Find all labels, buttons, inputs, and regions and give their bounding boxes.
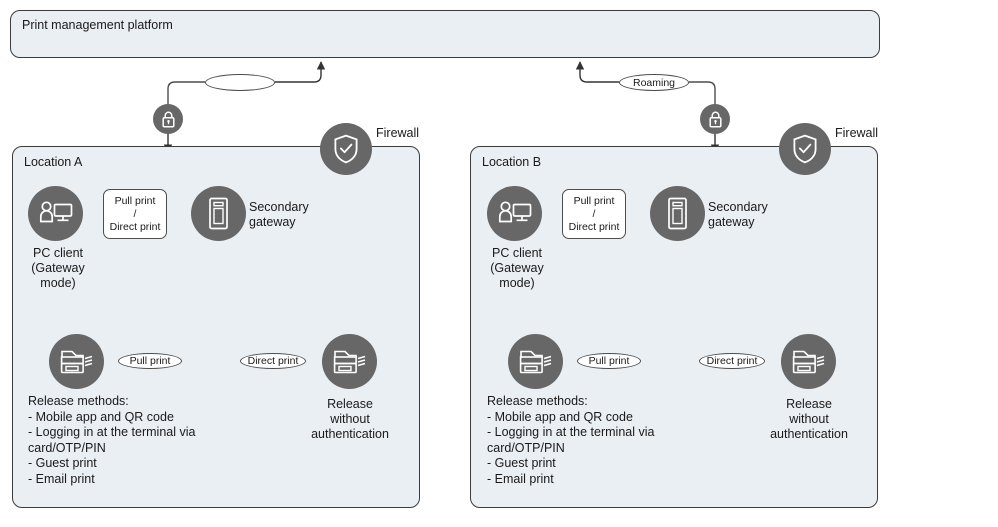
printer-icon	[333, 350, 365, 373]
secondary-gateway-label-b: Secondary gateway	[708, 200, 768, 229]
pull-direct-print-box-b[interactable]: Pull print / Direct print	[562, 189, 626, 239]
pc-client-icon	[39, 200, 72, 222]
print-management-platform-title: Print management platform	[22, 18, 173, 32]
edge-roaming-a-right	[275, 61, 326, 83]
direct-print-label-b[interactable]: Direct print	[699, 353, 765, 369]
direct-printer-node-b[interactable]	[781, 334, 836, 389]
firewall-node-a[interactable]	[320, 123, 372, 175]
pull-printer-node-a[interactable]	[49, 334, 104, 389]
direct-print-text-b: Direct print	[706, 355, 758, 367]
lock-icon	[161, 111, 175, 128]
printer-icon	[60, 350, 92, 373]
roaming-label-a[interactable]	[205, 74, 275, 91]
edge-roaming-b-left	[575, 61, 619, 83]
pc-client-node-b[interactable]	[487, 186, 542, 241]
direct-printer-node-a[interactable]	[322, 334, 377, 389]
direct-printer-label-b: Release without authentication	[770, 397, 848, 441]
direct-print-label-a[interactable]: Direct print	[240, 353, 306, 369]
edge-roaming-b-right	[689, 81, 716, 90]
printer-icon	[792, 350, 824, 373]
direct-print-text-a: Direct print	[247, 355, 299, 367]
pc-client-icon	[498, 200, 531, 222]
shield-check-icon	[793, 134, 817, 164]
release-methods-a: Release methods: - Mobile app and QR cod…	[28, 394, 196, 486]
firewall-label-b: Firewall	[835, 126, 879, 140]
pull-direct-print-box-a[interactable]: Pull print / Direct print	[103, 189, 167, 239]
roaming-label-b[interactable]: Roaming	[619, 74, 689, 91]
pull-print-label-a[interactable]: Pull print	[118, 353, 182, 369]
location-b-title: Location B	[482, 155, 542, 169]
secondary-gateway-node-a[interactable]	[191, 186, 246, 241]
lock-icon	[708, 111, 722, 128]
pull-direct-print-text-b: Pull print / Direct print	[568, 194, 620, 233]
secondary-gateway-label-a: Secondary gateway	[249, 200, 309, 229]
pull-print-label-b[interactable]: Pull print	[577, 353, 641, 369]
pull-direct-print-text-a: Pull print / Direct print	[109, 194, 161, 233]
pc-client-label-b: PC client (Gateway mode)	[490, 246, 544, 290]
firewall-node-b[interactable]	[779, 123, 831, 175]
edge-roaming-a-left	[167, 81, 205, 90]
secondary-gateway-node-b[interactable]	[650, 186, 705, 241]
pull-print-text-b: Pull print	[588, 355, 630, 367]
server-tower-icon	[209, 197, 228, 230]
pc-client-label-a: PC client (Gateway mode)	[31, 246, 85, 290]
lock-node-b[interactable]	[700, 104, 730, 134]
lock-node-a[interactable]	[153, 104, 183, 134]
pull-print-text-a: Pull print	[129, 355, 171, 367]
firewall-label-a: Firewall	[376, 126, 420, 140]
pc-client-node-a[interactable]	[28, 186, 83, 241]
shield-check-icon	[334, 134, 358, 164]
print-management-platform-panel[interactable]	[10, 10, 880, 58]
printer-icon	[519, 350, 551, 373]
server-tower-icon	[668, 197, 687, 230]
roaming-label-b-text: Roaming	[632, 76, 676, 89]
direct-printer-label-a: Release without authentication	[311, 397, 389, 441]
pull-printer-node-b[interactable]	[508, 334, 563, 389]
location-a-title: Location A	[24, 155, 83, 169]
release-methods-b: Release methods: - Mobile app and QR cod…	[487, 394, 655, 486]
